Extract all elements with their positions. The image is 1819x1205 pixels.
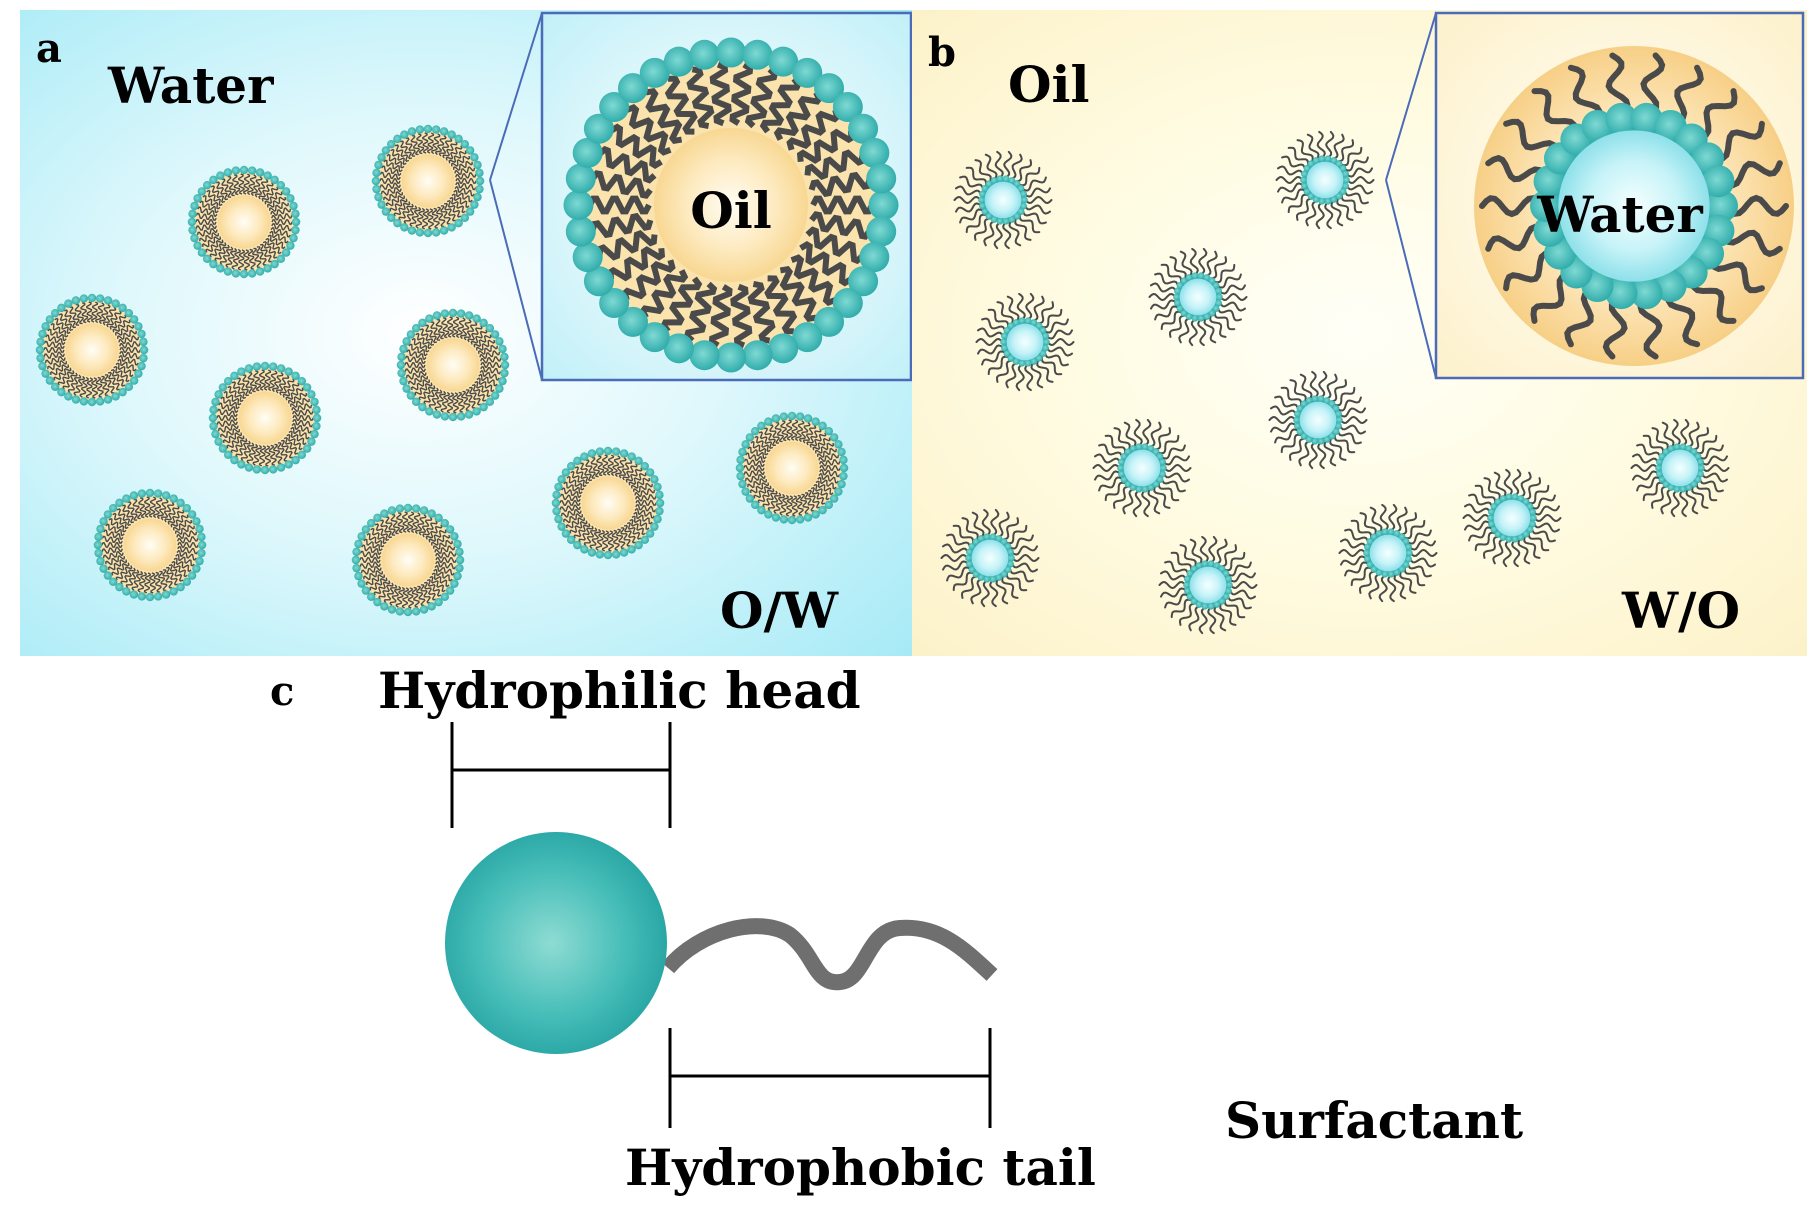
- panel-a-zoom-line-bottom: [489, 179, 543, 381]
- reverse-micelle-icon: [1275, 130, 1375, 230]
- panel-c-letter: c: [270, 668, 294, 715]
- reverse-micelle-icon: [1158, 535, 1258, 635]
- panel-b-inset-core-label: Water: [1536, 185, 1703, 244]
- hydrophobic-tail-label: Hydrophobic tail: [625, 1138, 1096, 1197]
- panel-a-letter: a: [36, 25, 62, 72]
- reverse-micelle-icon: [1462, 468, 1562, 568]
- reverse-micelle-icon: [940, 508, 1040, 608]
- reverse-micelle-icon: [1148, 247, 1248, 347]
- surfactant-molecule-icon: [445, 832, 998, 1054]
- panel-a-zoom-line-top: [489, 12, 543, 181]
- reverse-micelle-icon: [1268, 370, 1368, 470]
- reverse-micelle-icon: [975, 292, 1075, 392]
- hydrophilic-head-bracket: [450, 722, 672, 828]
- water-in-oil-reverse-micelle-icon: [1474, 46, 1794, 366]
- micelle-icon: [208, 361, 322, 475]
- panel-a-medium-label: Water: [107, 56, 274, 115]
- micelle-icon: [371, 124, 485, 238]
- hydrophobic-tail-icon: [661, 918, 998, 991]
- reverse-micelle-icon: [1092, 418, 1192, 518]
- panel-c-surfactant: c Hydrophilic head Hydrophobic tail Surf…: [270, 661, 1523, 1197]
- panel-b-water-in-oil: b Oil Water W/O: [912, 10, 1807, 656]
- reverse-micelle-icon: [1630, 418, 1730, 518]
- micelle-icon: [187, 165, 301, 279]
- micelle-icon: [735, 411, 849, 525]
- micelle-icon: [93, 488, 207, 602]
- hydrophobic-tail-bracket: [668, 1028, 992, 1128]
- panel-b-zoom-line-top: [1385, 12, 1437, 181]
- hydrophilic-head-label: Hydrophilic head: [378, 661, 861, 720]
- micelle-icon: [396, 308, 510, 422]
- micelle-icon: [35, 293, 149, 407]
- water-in-oil-reverse-micelle-icon: [1474, 46, 1794, 366]
- panel-a-type-label: O/W: [720, 581, 839, 640]
- hydrophilic-head-icon: [445, 832, 667, 1054]
- panel-a-oil-in-water: a Water Oil O/W: [20, 10, 913, 656]
- panel-b-medium-label: Oil: [1008, 55, 1090, 114]
- panel-b-letter: b: [928, 29, 956, 76]
- panel-a-inset-core-label: Oil: [690, 181, 772, 240]
- panel-b-zoom-line-bottom: [1385, 179, 1437, 379]
- micelle-icon: [551, 446, 665, 560]
- micelle-icon: [351, 503, 465, 617]
- panel-a-droplets: [35, 124, 849, 617]
- reverse-micelle-icon: [1338, 503, 1438, 603]
- oil-in-water-micelle-icon: [563, 37, 899, 373]
- panel-b-type-label: W/O: [1621, 581, 1740, 640]
- oil-in-water-micelle-icon: [563, 37, 899, 373]
- panel-b-droplets: [940, 130, 1730, 635]
- reverse-micelle-icon: [953, 150, 1053, 250]
- surfactant-caption: Surfactant: [1225, 1091, 1523, 1150]
